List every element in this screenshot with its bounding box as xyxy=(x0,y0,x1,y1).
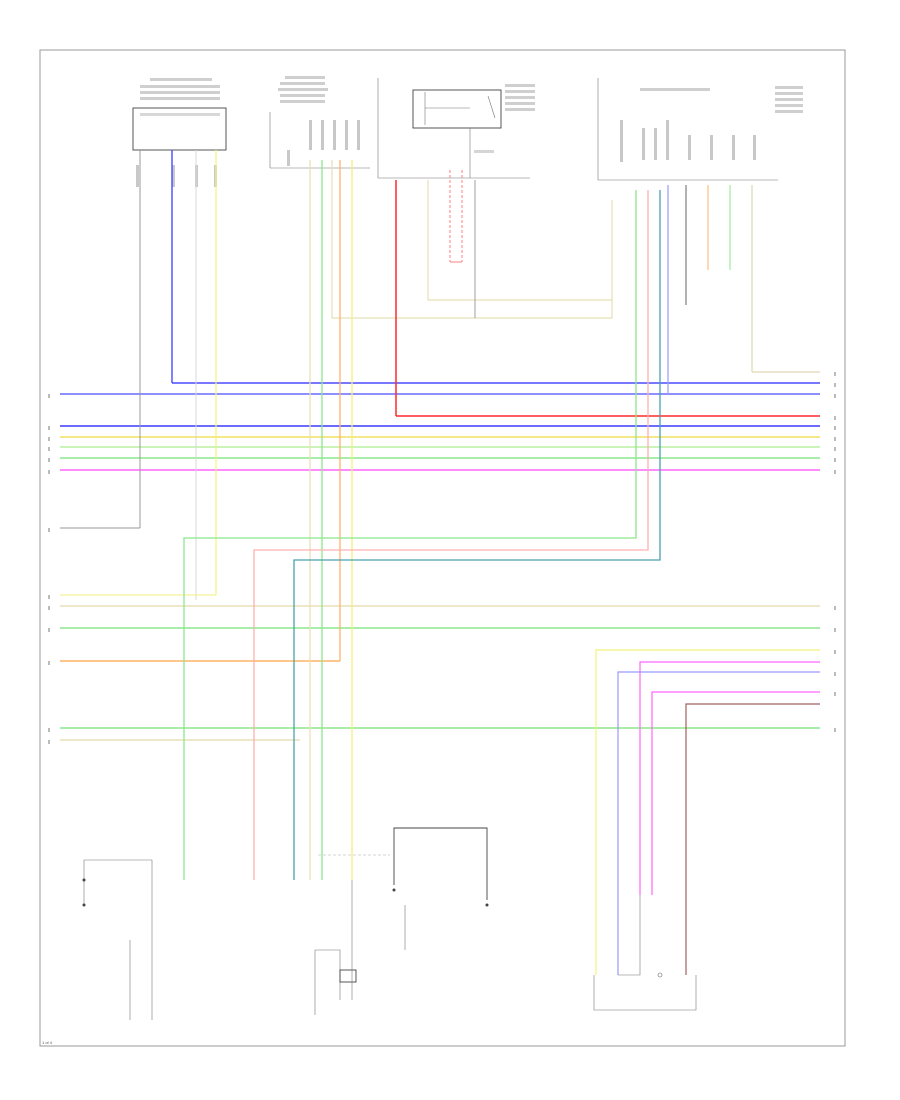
footer-code: 1 of 4 xyxy=(42,1040,53,1045)
fuel-pump-module xyxy=(314,854,390,1015)
bottom-module-right xyxy=(593,895,697,1011)
module-top-left xyxy=(132,78,227,151)
bottom-connector-mid xyxy=(392,827,489,950)
vertical-wires xyxy=(60,150,820,975)
right-pin-markers xyxy=(834,372,836,732)
module-top-center-left xyxy=(269,76,370,169)
relay-module xyxy=(377,78,535,179)
diagram-frame xyxy=(39,49,846,1047)
bottom-ground-left xyxy=(82,859,153,1020)
left-pin-markers xyxy=(48,394,50,744)
bus-lines xyxy=(60,371,820,741)
connector-pins xyxy=(136,120,756,187)
body-control-module xyxy=(597,78,803,181)
